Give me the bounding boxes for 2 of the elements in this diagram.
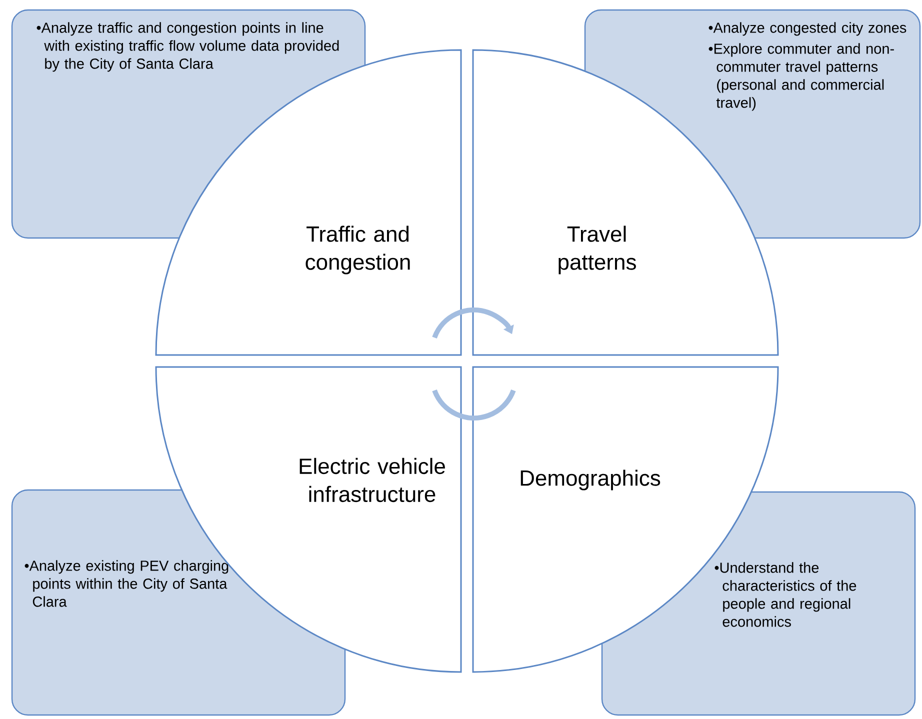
bullet-point: •Analyze congested city zones [708, 22, 906, 36]
curved-arrow [432, 308, 514, 339]
